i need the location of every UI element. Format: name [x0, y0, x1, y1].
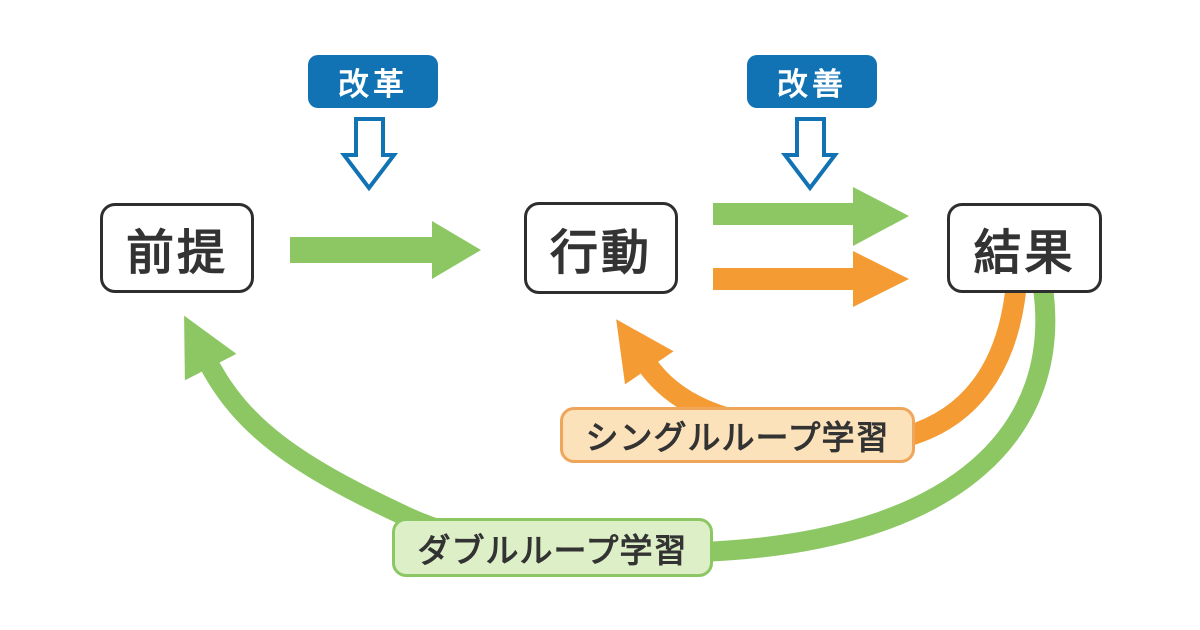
action-to-result-arrow-green: [713, 187, 909, 246]
improvement-down-arrow-icon: [780, 117, 840, 192]
node-action-label: 行動: [549, 227, 652, 280]
action-to-result-arrow-orange: [713, 251, 909, 307]
improvement-badge: 改善: [747, 55, 877, 108]
node-result-label: 結果: [973, 227, 1076, 280]
node-premise-label: 前提: [125, 227, 228, 280]
single-loop-curve: [904, 286, 1027, 447]
reform-badge-label: 改革: [338, 67, 408, 102]
node-action: 行動: [524, 202, 678, 294]
single-loop-label-text: シングルループ学習: [585, 419, 890, 456]
node-premise: 前提: [100, 203, 254, 293]
reform-down-arrow-icon: [339, 117, 399, 192]
double-loop-label: ダブルループ学習: [392, 518, 713, 577]
premise-to-action-arrow: [290, 221, 481, 279]
double-loop-label-text: ダブルループ学習: [417, 531, 688, 569]
single-loop-label: シングルループ学習: [560, 407, 915, 463]
node-result: 結果: [947, 203, 1102, 293]
reform-badge: 改革: [308, 55, 438, 108]
improvement-badge-label: 改善: [777, 67, 847, 102]
